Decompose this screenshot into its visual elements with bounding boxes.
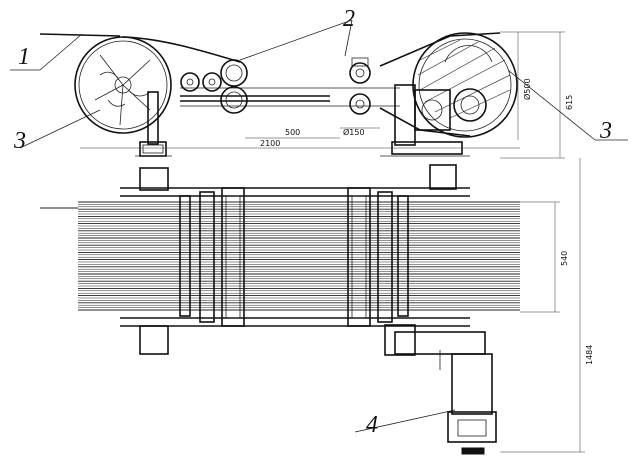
side-view: 2100 500 Ø150 Ø500 615	[39, 31, 574, 159]
callout-leaders	[10, 19, 628, 433]
guide-rollers-left	[180, 59, 248, 114]
dim-side-height: 615	[565, 95, 574, 110]
guide-rollers-right	[349, 57, 371, 115]
drive-motor	[394, 331, 497, 455]
dim-roller-spacing: 500	[285, 128, 300, 137]
dim-roller-diameter: Ø150	[343, 127, 365, 137]
frame-rails	[120, 164, 470, 356]
callout-1: 1	[18, 44, 30, 70]
side-dimensions	[80, 31, 565, 159]
callout-3-left: 3	[13, 128, 26, 154]
dim-band-width: 540	[560, 251, 569, 266]
dim-drum-diameter: Ø500	[522, 78, 532, 100]
top-dimensions	[500, 158, 585, 453]
callout-4: 4	[366, 412, 378, 438]
band-strands	[40, 201, 520, 311]
left-stand	[135, 91, 172, 157]
callout-2: 2	[343, 6, 355, 32]
right-drum	[412, 32, 518, 138]
dim-total-length: 2100	[260, 139, 280, 148]
callout-3-right: 3	[599, 118, 612, 144]
belt-side	[39, 32, 501, 137]
dim-total-height: 1484	[585, 345, 594, 365]
roller-unit-right	[347, 187, 409, 327]
top-view: 540 1484	[40, 158, 594, 455]
roller-unit-left	[179, 187, 245, 327]
left-drum	[74, 36, 172, 134]
